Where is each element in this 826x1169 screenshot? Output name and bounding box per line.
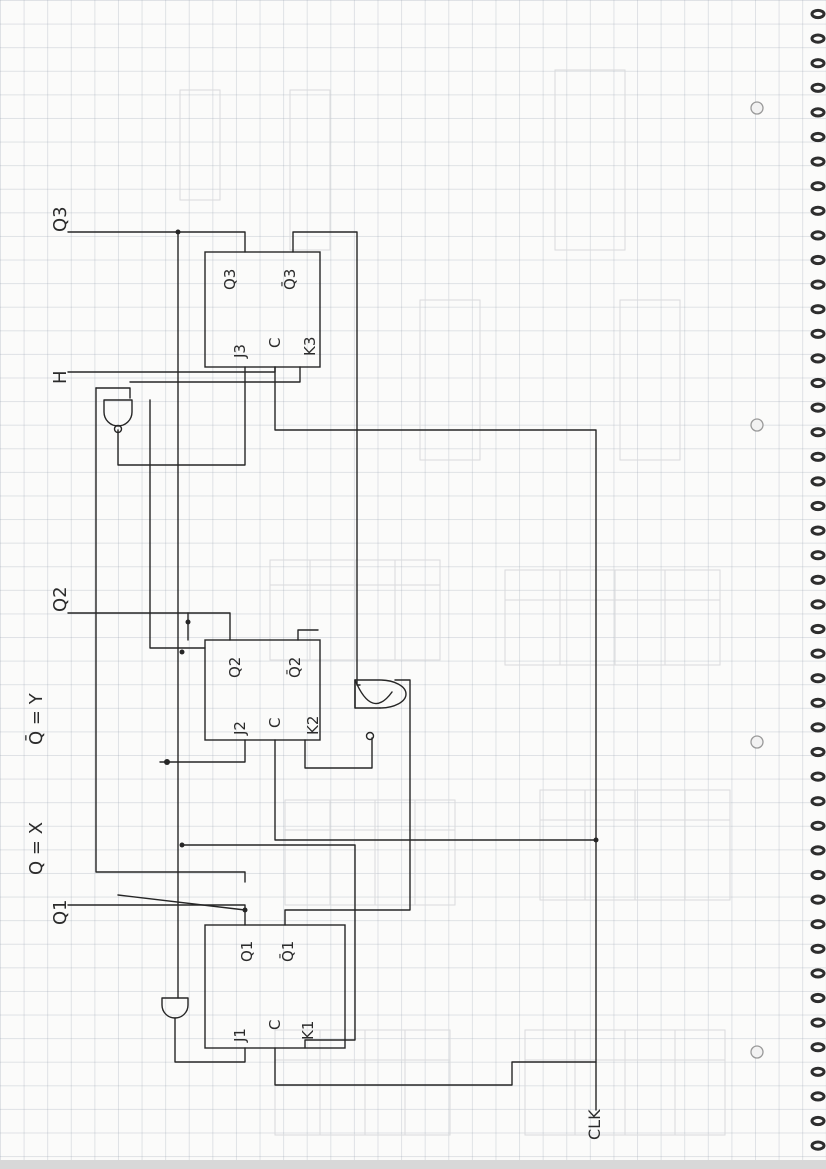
bleed-through-marks [179,69,731,1136]
spiral-coil [810,8,826,20]
ff2-q-label: Q2 [226,657,244,678]
spiral-coil [810,697,826,708]
junction-dots [164,229,599,913]
ff1-qbar-label: Q̄1 [278,941,297,962]
wiring [67,231,597,1111]
ff2-j-label: J2 [231,721,249,736]
spiral-coil [810,1066,826,1077]
spiral-coil [810,58,826,69]
spiral-coil [810,131,826,143]
spiral-coil [810,377,826,389]
ff3-j-label: J3 [231,344,249,359]
ff3-k-label: K3 [301,337,319,356]
spiral-coil [810,943,826,954]
spiral-coil [810,673,826,684]
ff2-qbar-label: Q̄2 [285,657,304,678]
spiral-coil [810,820,826,831]
ff2-k-label: K2 [304,716,322,735]
spiral-coil [810,771,826,782]
ff3-qbar-label: Q̄3 [280,269,299,290]
spiral-coil [810,648,826,659]
spiral-coil [810,1017,826,1028]
spiral-coil [810,82,826,93]
q1-signal-label: Q1 [50,899,71,925]
ff1-j-label: J1 [231,1028,249,1043]
spiral-coil [810,500,826,512]
spiral-coil [810,476,826,487]
spiral-binding [810,8,826,1151]
ff3-q-label: Q3 [221,269,239,290]
spiral-coil [810,279,826,290]
ff3-c-label: C [266,338,284,348]
page-bottom-edge [0,1160,826,1169]
clk-signal-label: CLK [585,1109,604,1140]
spiral-coil [810,1140,826,1151]
qbar-equals-y-label: Q̄ = Y [25,692,47,745]
spiral-coil [810,451,826,462]
spiral-coil [810,894,826,905]
spiral-coil [810,107,826,118]
spiral-coil [810,254,826,266]
spiral-coil [810,427,826,438]
spiral-coil [810,796,826,807]
spiral-coil [810,968,826,979]
flipflop-2: Q2 Q̄2 J2 C K2 [204,639,322,741]
q2-signal-label: Q2 [50,586,71,612]
spiral-coil [810,869,826,881]
spiral-coil [810,992,826,1004]
spiral-coil [810,304,826,315]
spiral-coil [810,353,826,364]
spiral-coil [810,33,826,44]
flipflop-1: Q1 Q̄1 J1 C K1 [204,924,346,1049]
spiral-coil [810,722,826,733]
q3-signal-label: Q3 [50,206,71,232]
spiral-coil [810,919,826,930]
spiral-coil [810,1042,826,1053]
nand-gate-middle [354,679,407,741]
ff1-k-label: K1 [299,1021,317,1040]
spiral-coil [810,181,826,192]
spiral-coil [810,205,826,216]
spiral-coil [810,623,826,635]
binding-holes [750,101,764,1059]
ff1-q-label: Q1 [238,941,256,962]
spiral-coil [810,1091,826,1102]
spiral-coil [810,599,826,610]
and-gate-bottom [161,997,189,1019]
spiral-coil [810,525,826,536]
h-signal-label: H [50,370,71,384]
spiral-coil [810,845,826,856]
nand-gate-top [103,399,133,434]
ff1-c-label: C [266,1020,284,1030]
q-equals-x-label: Q = X [26,822,47,875]
spiral-coil [810,746,826,758]
spiral-coil [810,574,826,585]
ff2-c-label: C [266,718,284,728]
spiral-coil [810,230,826,241]
spiral-coil [810,156,826,167]
spiral-coil [810,550,826,561]
spiral-coil [810,328,826,339]
spiral-coil [810,402,826,413]
spiral-coil [810,1115,826,1127]
flipflop-3: Q3 Q̄3 J3 C K3 [204,251,321,368]
